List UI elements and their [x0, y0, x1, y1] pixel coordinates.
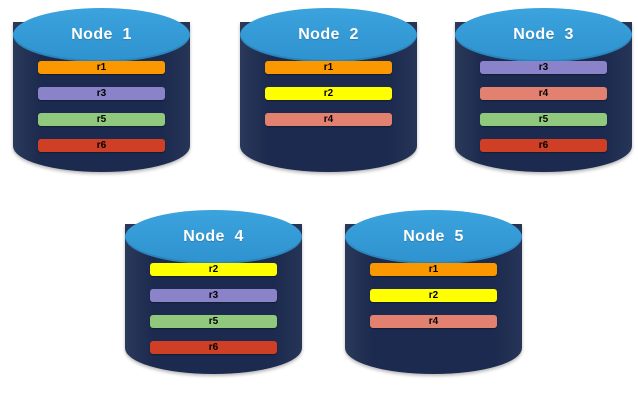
record-bar-r1[interactable]: r1: [370, 263, 497, 276]
record-list-4: r2 r3 r5 r6: [150, 263, 277, 354]
record-bar-r1[interactable]: r1: [38, 61, 165, 74]
record-bar-r5[interactable]: r5: [480, 113, 607, 126]
cylinder-top-ellipse: [240, 8, 417, 62]
record-bar-r5[interactable]: r5: [150, 315, 277, 328]
record-bar-r4[interactable]: r4: [265, 113, 392, 126]
cylinder-top-ellipse: [345, 210, 522, 264]
record-bar-r3[interactable]: r3: [38, 87, 165, 100]
record-bar-r4[interactable]: r4: [370, 315, 497, 328]
record-bar-r6[interactable]: r6: [150, 341, 277, 354]
node-label-3: Node 3: [513, 26, 574, 43]
database-node-3[interactable]: Node 3 r3 r4 r5 r6: [455, 8, 632, 186]
node-label-1: Node 1: [71, 26, 132, 43]
record-bar-r1[interactable]: r1: [265, 61, 392, 74]
record-bar-r5[interactable]: r5: [38, 113, 165, 126]
cylinder-top-ellipse: [13, 8, 190, 62]
record-bar-r6[interactable]: r6: [480, 139, 607, 152]
record-list-3: r3 r4 r5 r6: [480, 61, 607, 152]
database-node-4[interactable]: Node 4 r2 r3 r5 r6: [125, 210, 302, 388]
record-bar-r3[interactable]: r3: [150, 289, 277, 302]
node-label-5: Node 5: [403, 228, 464, 245]
record-list-1: r1 r3 r5 r6: [38, 61, 165, 152]
record-list-5: r1 r2 r4: [370, 263, 497, 328]
record-bar-r2[interactable]: r2: [150, 263, 277, 276]
node-label-2: Node 2: [298, 26, 359, 43]
record-bar-r3[interactable]: r3: [480, 61, 607, 74]
database-node-5[interactable]: Node 5 r1 r2 r4: [345, 210, 522, 388]
record-bar-r4[interactable]: r4: [480, 87, 607, 100]
node-label-4: Node 4: [183, 228, 244, 245]
cylinder-top-ellipse: [455, 8, 632, 62]
database-node-1[interactable]: Node 1 r1 r3 r5 r6: [13, 8, 190, 186]
record-bar-r6[interactable]: r6: [38, 139, 165, 152]
record-bar-r2[interactable]: r2: [370, 289, 497, 302]
cylinder-top-ellipse: [125, 210, 302, 264]
database-node-2[interactable]: Node 2 r1 r2 r4: [240, 8, 417, 186]
record-list-2: r1 r2 r4: [265, 61, 392, 126]
record-bar-r2[interactable]: r2: [265, 87, 392, 100]
